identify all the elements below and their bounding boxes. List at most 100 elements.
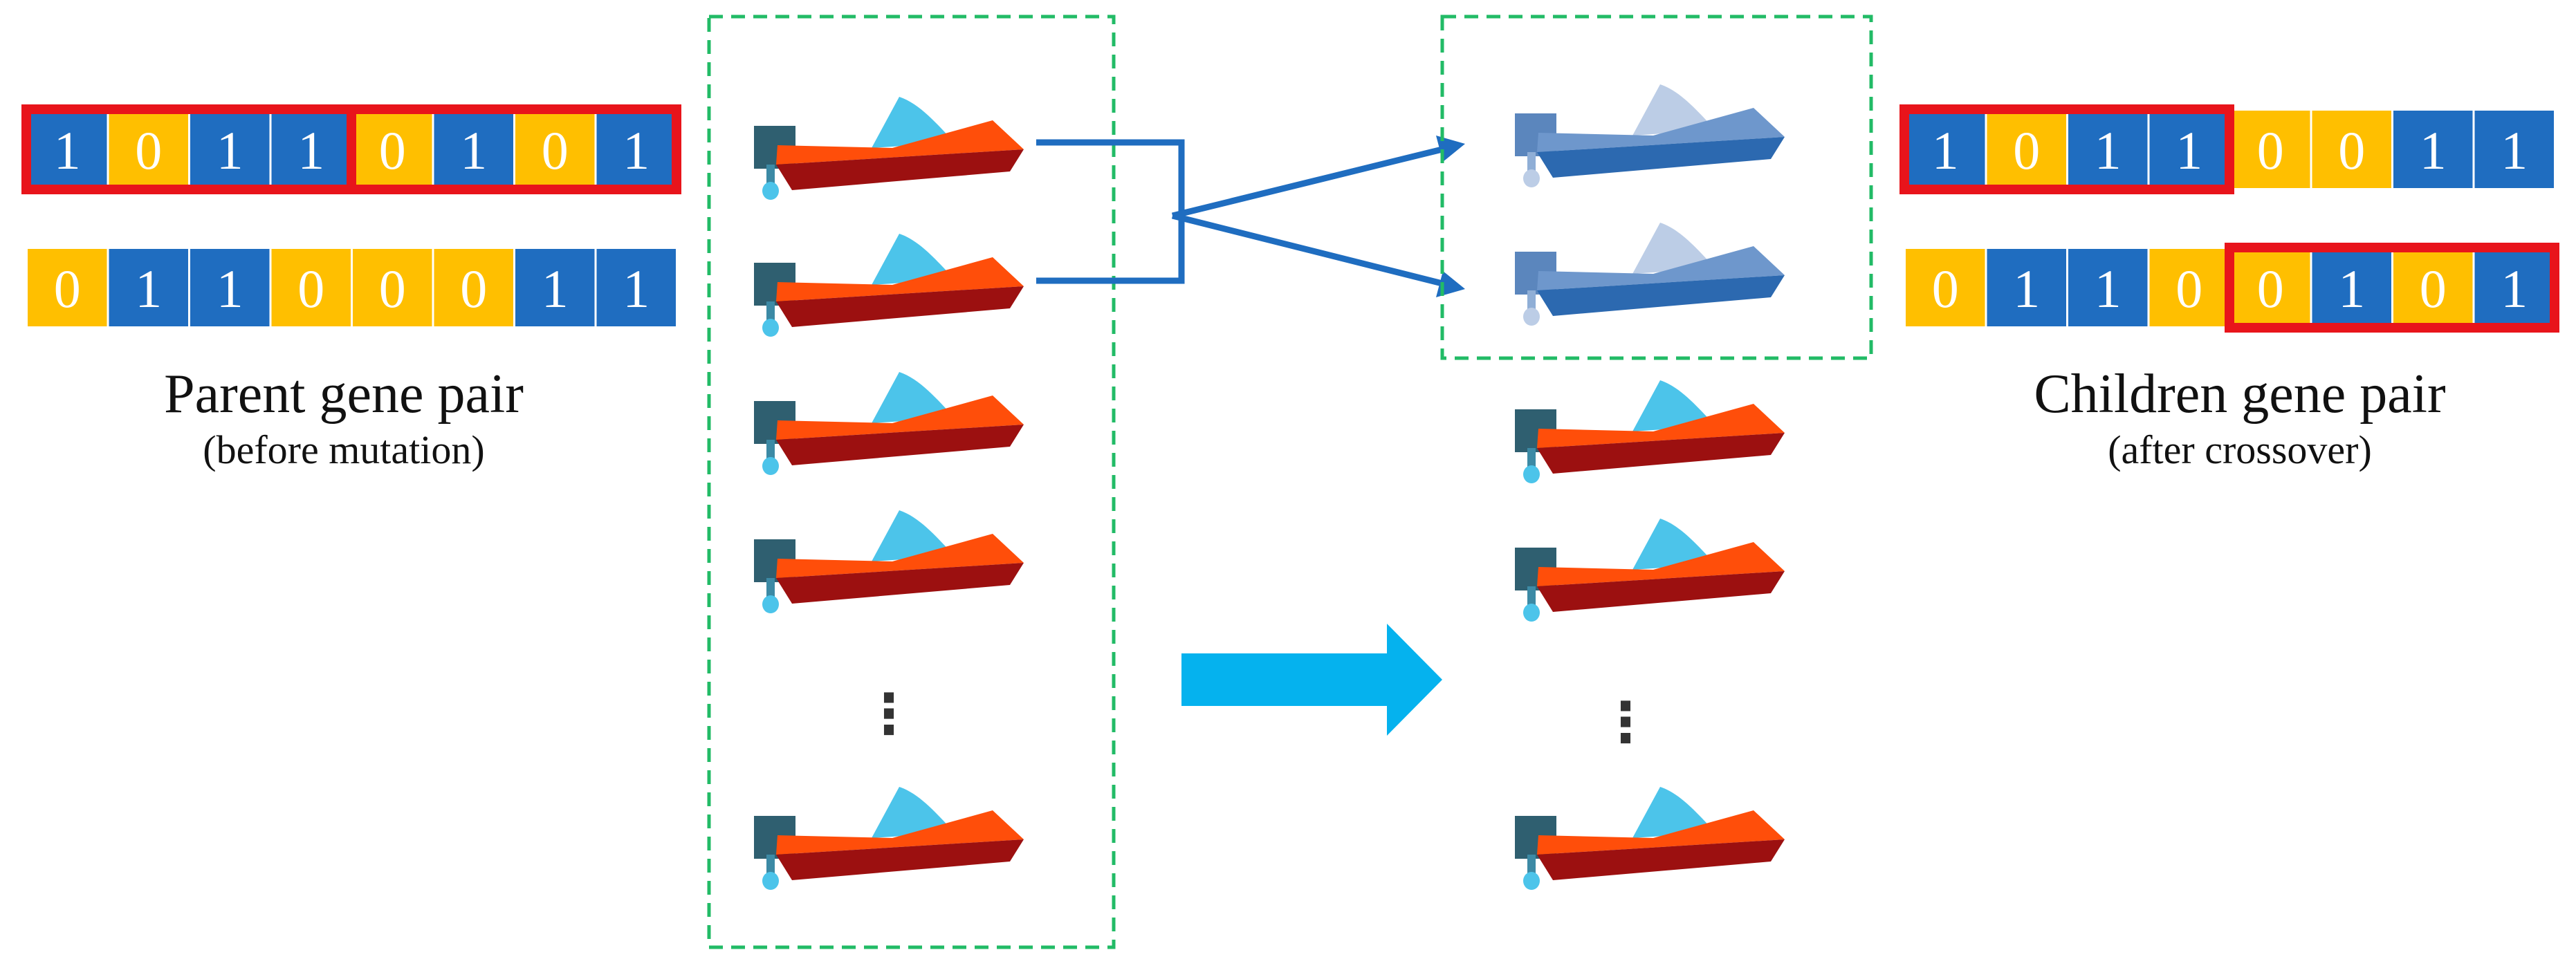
gene-cell-background: [1987, 111, 2066, 188]
gene-cell-background: [1906, 111, 1985, 188]
gene-bit: 0: [1932, 259, 1959, 319]
gene-cell-background: [596, 249, 676, 326]
gene-cell: 0: [434, 249, 513, 326]
gene-cell: 1: [2312, 249, 2391, 326]
children-caption: Children gene pair: [2034, 364, 2445, 425]
gene-cell-background: [434, 249, 513, 326]
gene-bit: 1: [542, 259, 569, 319]
next-gen-boat-2: [1515, 519, 1785, 622]
parent-boat-5: [754, 787, 1024, 890]
gene-bit: 1: [2501, 120, 2528, 180]
next-gen-boat-3: [1515, 787, 1785, 890]
gene-bit: 0: [2257, 259, 2284, 319]
children-subcaption: (after crossover): [2108, 427, 2372, 472]
gene-cell: 0: [28, 249, 107, 326]
gene-cell-background: [2474, 111, 2554, 188]
gene-bit: 1: [135, 259, 162, 319]
gene-cell: 1: [2068, 111, 2148, 188]
gene-cell: 1: [1987, 249, 2066, 326]
parent-population-box: [707, 15, 1116, 949]
children-population-box: [1440, 15, 1873, 360]
gene-cell: 1: [434, 111, 513, 188]
gene-bit: 0: [542, 120, 569, 180]
children-highlight-first-half: [1899, 104, 2234, 194]
gene-cell-background: [434, 111, 513, 188]
gene-cell-background: [596, 111, 676, 188]
gene-bit: 1: [217, 259, 243, 319]
gene-cell-background: [2231, 111, 2310, 188]
gene-cell: 0: [2149, 249, 2229, 326]
parent-subcaption: (before mutation): [203, 427, 484, 472]
gene-cell-background: [2068, 249, 2148, 326]
gene-bit: 1: [2501, 259, 2528, 319]
gene-bit: 1: [2420, 120, 2447, 180]
gene-cell-background: [190, 111, 270, 188]
gene-bit: 1: [623, 120, 650, 180]
parent-boat-2: [754, 234, 1024, 337]
gene-bit: 1: [2013, 259, 2040, 319]
next-gen-boat-1: [1515, 380, 1785, 483]
gene-bit: 1: [2175, 120, 2202, 180]
gene-cell-background: [515, 249, 595, 326]
gene-cell-background: [2474, 249, 2554, 326]
gene-cell: 0: [2393, 249, 2473, 326]
parent-boat-4: [754, 510, 1024, 613]
gene-cell-background: [2231, 249, 2310, 326]
gene-cell-background: [2312, 249, 2391, 326]
gene-cell-background: [109, 111, 188, 188]
gene-cell-background: [1987, 249, 2066, 326]
gene-cell-background: [28, 249, 107, 326]
gene-cell-background: [271, 249, 351, 326]
gene-cell: 0: [2231, 111, 2310, 188]
parent-caption: Parent gene pair: [164, 364, 524, 425]
parent-boat-3: [754, 372, 1024, 475]
gene-cell-background: [271, 111, 351, 188]
gene-bit: 1: [2095, 120, 2122, 180]
gene-cell: 0: [1906, 249, 1985, 326]
gene-bit: 0: [2175, 259, 2202, 319]
gene-cell-background: [2149, 249, 2229, 326]
gene-cell: 1: [596, 249, 676, 326]
gene-cell: 1: [596, 111, 676, 188]
crossover-arrow-lower-head: [1436, 271, 1465, 297]
child-boat-1: [1515, 84, 1785, 187]
parent-highlight-second-half: [347, 104, 681, 194]
gene-bit: 0: [379, 259, 406, 319]
gene-cell: 0: [515, 111, 595, 188]
gene-cell: 1: [28, 111, 107, 188]
gene-cell: 0: [271, 249, 351, 326]
gene-cell-background: [353, 111, 432, 188]
gene-cell: 1: [2474, 249, 2554, 326]
gene-cell: 1: [271, 111, 351, 188]
gene-bit: 1: [297, 120, 324, 180]
gene-bit: 1: [1932, 120, 1959, 180]
gene-bit: 0: [297, 259, 324, 319]
gene-cell: 1: [190, 111, 270, 188]
gene-cell-background: [353, 249, 432, 326]
children-ellipsis: ⋮: [1598, 690, 1653, 754]
crossover-arrow-upper-head: [1436, 136, 1465, 162]
gene-bit: 0: [54, 259, 81, 319]
children-highlight-second-half: [2225, 243, 2559, 333]
gene-cell-background: [515, 111, 595, 188]
gene-bit: 0: [2013, 120, 2040, 180]
crossover-arrow-lower-line: [1171, 212, 1444, 287]
gene-cell-background: [2393, 249, 2473, 326]
gene-cell: 1: [109, 249, 188, 326]
gene-cell: 1: [2149, 111, 2229, 188]
gene-bit: 0: [2338, 120, 2365, 180]
parent-ellipsis: ⋮: [861, 682, 917, 746]
gene-cell-background: [2393, 111, 2473, 188]
gene-cell: 0: [2312, 111, 2391, 188]
gene-cell: 1: [2068, 249, 2148, 326]
gene-cell: 1: [190, 249, 270, 326]
gene-bit: 0: [460, 259, 487, 319]
generation-arrow: [1181, 624, 1442, 736]
gene-cell: 1: [1906, 111, 1985, 188]
gene-bit: 1: [460, 120, 487, 180]
gene-cell-background: [28, 111, 107, 188]
